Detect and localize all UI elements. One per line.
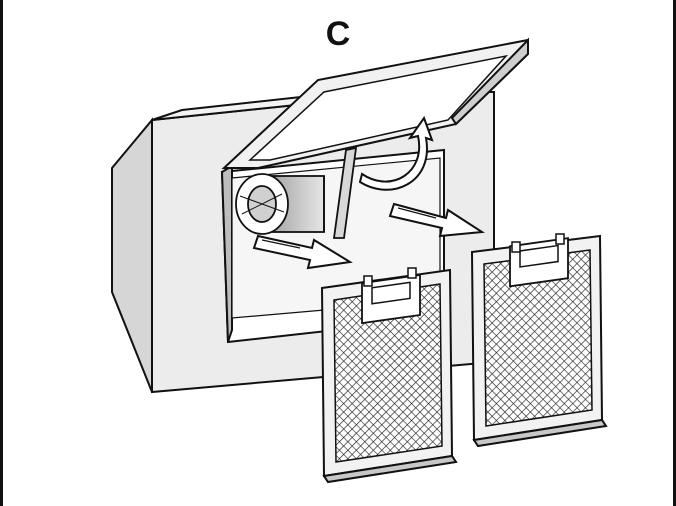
fan-motor <box>235 173 325 235</box>
grease-filter-right <box>470 233 608 448</box>
grease-filter-left <box>320 267 458 484</box>
step-label: C <box>325 15 351 53</box>
slide-out-arrow-right-icon <box>388 202 485 238</box>
lid-support-strut <box>332 146 358 239</box>
hood-lid-panel <box>221 37 529 169</box>
lift-arrow-icon <box>358 115 434 191</box>
slide-out-arrow-left-icon <box>252 234 353 270</box>
